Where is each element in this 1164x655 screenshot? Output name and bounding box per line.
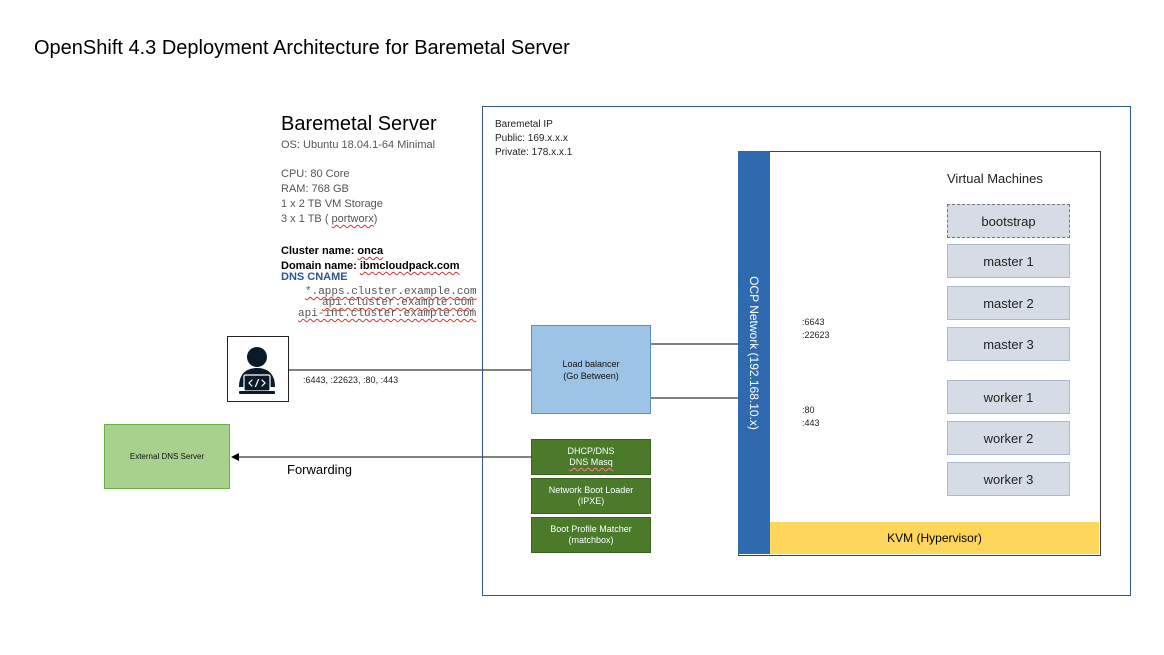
cluster-name: Cluster name: onca — [281, 245, 384, 257]
baremetal-ip-block: Baremetal IP Public: 169.x.x.x Private: … — [495, 118, 572, 160]
domain-name: Domain name: ibmcloudpack.com — [281, 260, 460, 272]
server-storage-2: 3 x 1 TB ( portworx) — [281, 213, 378, 225]
external-dns-server: External DNS Server — [104, 424, 230, 489]
cname-api-int: api-int.cluster.example.com — [298, 308, 477, 320]
service-network-boot-loader: Network Boot Loader(IPXE) — [531, 478, 651, 514]
load-balancer: Load balancer(Go Between) — [531, 325, 651, 414]
vm-master-3: master 3 — [947, 327, 1070, 361]
vm-worker-1: worker 1 — [947, 380, 1070, 414]
page-title: OpenShift 4.3 Deployment Architecture fo… — [34, 37, 570, 59]
server-cpu: CPU: 80 Core — [281, 168, 350, 180]
forwarding-label: Forwarding — [287, 462, 353, 477]
vm-bootstrap: bootstrap — [947, 204, 1070, 238]
server-ram: RAM: 768 GB — [281, 183, 349, 195]
server-title: Baremetal Server — [281, 113, 437, 135]
vm-master-2: master 2 — [947, 286, 1070, 320]
vm-master-1: master 1 — [947, 244, 1070, 278]
vm-worker-3: worker 3 — [947, 462, 1070, 496]
user-box — [227, 336, 289, 402]
developer-laptop-icon — [239, 347, 275, 394]
port-label-user: :6443, :22623, :80, :443 — [303, 375, 399, 385]
service-boot-profile-matcher: Boot Profile Matcher(matchbox) — [531, 517, 651, 553]
baremetal-ip-label: Baremetal IP — [495, 119, 553, 130]
ocp-network-label: OCP Network (192.168.10.x) — [747, 275, 761, 430]
server-storage-1: 1 x 2 TB VM Storage — [281, 198, 383, 210]
port-label-worker: :80:443 — [802, 405, 820, 428]
server-os: OS: Ubuntu 18.04.1-64 Minimal — [281, 139, 436, 151]
ocp-network-bar: OCP Network (192.168.10.x) — [738, 151, 770, 554]
baremetal-ip-public: Public: 169.x.x.x — [495, 133, 568, 144]
baremetal-server-boundary — [482, 106, 1131, 596]
cname-api: api.cluster.example.com — [322, 297, 474, 309]
virtual-machines-title: Virtual Machines — [947, 171, 1043, 186]
dns-cname-label: DNS CNAME — [281, 271, 348, 283]
vm-worker-2: worker 2 — [947, 421, 1070, 455]
kvm-hypervisor: KVM (Hypervisor) — [770, 522, 1099, 554]
baremetal-ip-private: Private: 178.x.x.1 — [495, 147, 573, 158]
port-label-master: :6643:22623 — [802, 317, 830, 340]
cname-apps: *.apps.cluster.example.com — [305, 286, 477, 298]
